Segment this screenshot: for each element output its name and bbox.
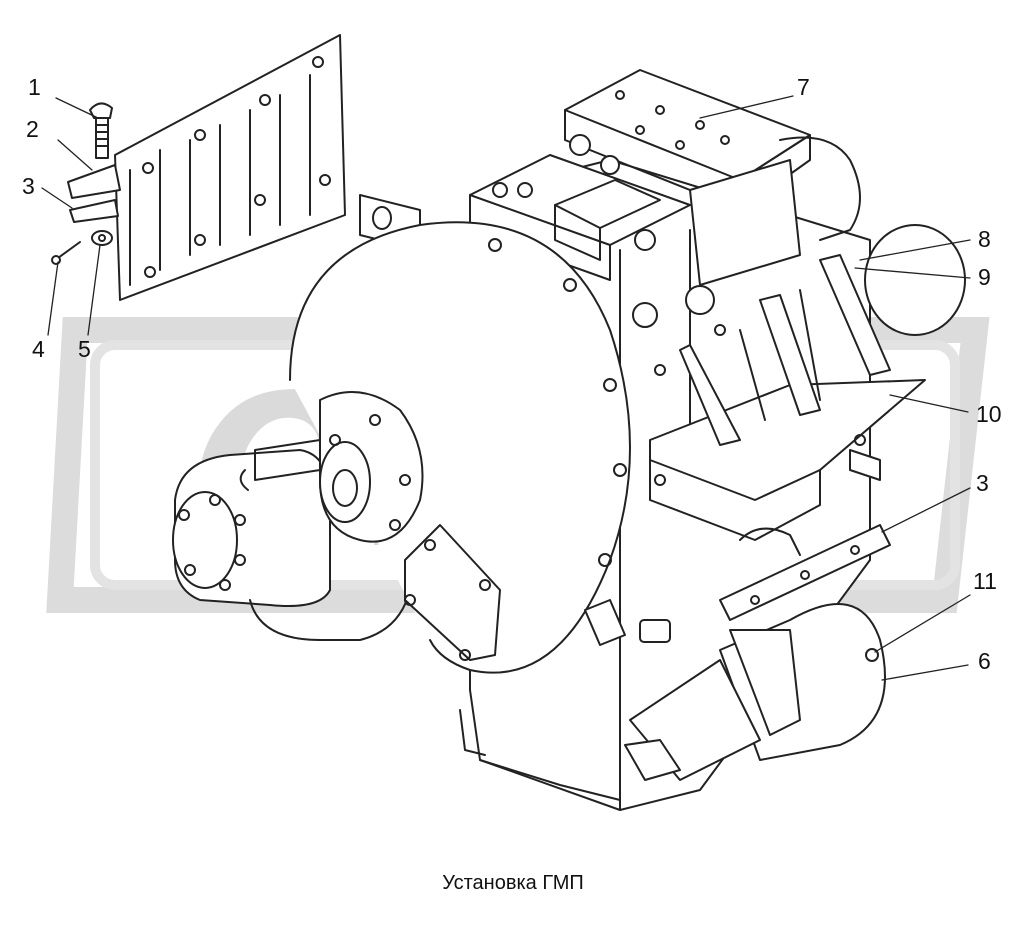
side-cover bbox=[404, 524, 501, 661]
callout-1: 1 bbox=[28, 74, 41, 100]
callout-3: 3 bbox=[22, 173, 35, 199]
callout-8: 8 bbox=[978, 226, 991, 252]
callout-7: 7 bbox=[797, 74, 810, 100]
pump-unit bbox=[172, 391, 424, 641]
mount-plate bbox=[719, 524, 891, 621]
shield-plate bbox=[51, 34, 346, 301]
support-bracket bbox=[649, 254, 926, 541]
callout-9: 9 bbox=[978, 264, 991, 290]
callout-2: 2 bbox=[26, 116, 39, 142]
flywheel-housing bbox=[289, 194, 631, 674]
valve-block bbox=[469, 69, 966, 336]
callout-10: 10 bbox=[976, 401, 1002, 427]
callout-5: 5 bbox=[78, 336, 91, 362]
callout-4: 4 bbox=[32, 336, 45, 362]
callout-11: 11 bbox=[973, 568, 997, 594]
diagram-caption: Установка ГМП bbox=[442, 872, 584, 894]
rubber-mount bbox=[624, 603, 886, 781]
leader-lines bbox=[41, 95, 971, 681]
callout-6: 6 bbox=[978, 648, 991, 674]
callout-3b: 3 bbox=[976, 470, 989, 496]
fittings bbox=[459, 449, 881, 756]
